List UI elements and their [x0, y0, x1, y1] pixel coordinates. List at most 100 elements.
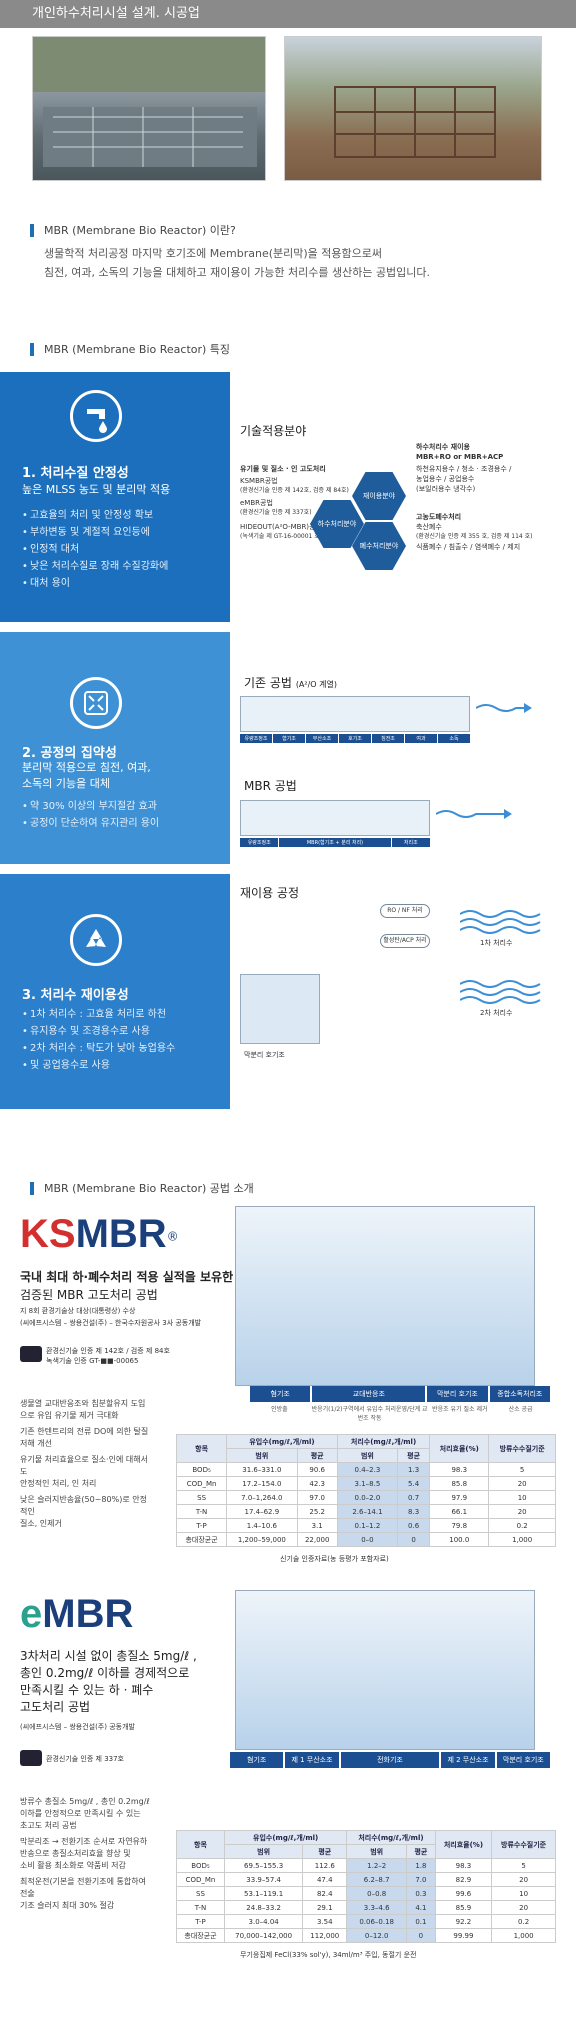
- cell: SS: [176, 1886, 225, 1901]
- cell: 17.4–62.9: [226, 1504, 298, 1519]
- embr-cert: 환경신기술 인증 제 337호: [46, 1755, 124, 1763]
- cell: 53.1–119.1: [223, 1886, 304, 1901]
- note: 으로 유입 유기물 제거 극대화: [20, 1411, 119, 1420]
- cell: 5: [491, 1858, 556, 1873]
- cell: 31.6–331.0: [226, 1462, 298, 1477]
- mbr-label: MBR 공법: [244, 779, 297, 793]
- bullet-cont: 및 공업용수로 사용: [22, 1057, 222, 1074]
- cell: SS: [175, 1490, 228, 1505]
- high-conc-title: 고농도폐수처리: [416, 513, 462, 521]
- note: 반송으로 총질소처리효율 향상 및: [20, 1849, 131, 1858]
- ksmbr-cert: (환경신기술 인증 제 142호, 검증 제 84호): [240, 487, 349, 494]
- cell: 4.1: [406, 1900, 436, 1915]
- diagram-title: 기술적용분야: [240, 424, 307, 438]
- cell: 총대장균군: [176, 1928, 225, 1943]
- second-effluent-label: 2차 처리수: [480, 1009, 513, 1017]
- facility-photo-right: [284, 36, 542, 181]
- cell: BOD₅: [176, 1858, 225, 1873]
- note: 방류수 총질소 5mg/ℓ , 총인 0.2mg/ℓ: [20, 1797, 150, 1806]
- cell: 2.6–14.1: [336, 1504, 399, 1519]
- cell: 100.0: [429, 1532, 490, 1547]
- process-step: 유량조정조: [240, 734, 272, 743]
- process-step: 처리조: [391, 838, 431, 847]
- cell: 66.1: [429, 1504, 490, 1519]
- cell: 6.2–8.7: [346, 1872, 408, 1887]
- process-step: 막분리 호기조: [427, 1386, 488, 1402]
- col-item: 항목: [176, 1830, 225, 1859]
- cell: 20: [488, 1504, 556, 1519]
- cell: 0.2: [491, 1914, 556, 1929]
- cell: 24.8–33.2: [223, 1900, 304, 1915]
- note: 막분리조 → 전환기조 순서로 자연유하: [20, 1837, 148, 1846]
- note: 생물열 교대반응조와 침분할유지 도입: [20, 1399, 146, 1408]
- process-intro-title: MBR (Membrane Bio Reactor) 공법 소개: [30, 1182, 254, 1195]
- reuse-process-diagram: 재이용 공정 막분리 호기조 RO / NF 처리 활성탄/ACP 처리 1차 …: [240, 874, 570, 1109]
- cell: 20: [491, 1872, 556, 1887]
- embr-developers: (씨에프시스템 – 쌍용건설(주) 공동개발: [20, 1723, 135, 1731]
- cell: 99.6: [434, 1886, 493, 1901]
- col-efficiency: 처리효율(%): [429, 1434, 490, 1463]
- cell: 112.6: [302, 1858, 348, 1873]
- cell: 총대장균군: [175, 1532, 228, 1547]
- cell: 82.9: [434, 1872, 493, 1887]
- feature-title: 3. 처리수 재이용성: [22, 988, 129, 1003]
- bullet-cont: 대처 용이: [22, 575, 222, 592]
- process-desc: 반응조 유기 질소 제거: [432, 1406, 488, 1413]
- embr-logo-e: e: [20, 1592, 43, 1636]
- tagline-line: 3차처리 시설 없이 총질소 5mg/ℓ ,: [20, 1649, 197, 1663]
- membrane-tank-label: 막분리 호기조: [244, 1051, 285, 1059]
- conventional-label: 기존 공법 (A²/O 계열): [244, 674, 337, 691]
- mbr-definition-line2: 침전, 여과, 소독의 기능을 대체하고 재이용이 가능한 처리수를 생산하는 …: [44, 266, 431, 279]
- embr-cert: (환경신기술 인증 제 337호): [240, 509, 312, 516]
- cell: T-N: [176, 1900, 225, 1915]
- livestock-cert: (환경신기술 인증 제 355 호, 검증 제 114 호): [416, 533, 533, 540]
- cell: 112,000: [302, 1928, 348, 1943]
- col-item: 항목: [175, 1434, 228, 1463]
- process-step: 제 2 무산소조: [441, 1752, 495, 1768]
- facility-photo-left: [32, 36, 266, 181]
- cell: 85.9: [434, 1900, 493, 1915]
- process-step: 혐기조: [230, 1752, 284, 1768]
- cell: 0.3: [406, 1886, 436, 1901]
- ksmbr-performance-table: 항목 유입수(mg/ℓ,개/ml) 처리수(mg/ℓ,개/ml) 처리효율(%)…: [175, 1434, 556, 1547]
- process-step: 소독: [438, 734, 470, 743]
- cell: 1,000: [491, 1928, 556, 1943]
- ksmbr-logo-k: KS: [20, 1212, 76, 1256]
- cell: 97.9: [429, 1490, 490, 1505]
- bullet: 1차 처리수 : 고효율 처리로 하천: [22, 1006, 222, 1023]
- membrane-tank: [240, 974, 320, 1044]
- feature-bullets: 고효율의 처리 및 안정성 확보 부하변동 및 계절적 요인등에 인정적 대처 …: [22, 507, 222, 592]
- cell: 82.4: [302, 1886, 348, 1901]
- activated-carbon-box: 활성탄/ACP 처리: [380, 934, 430, 948]
- reuse-item: 하천유지용수 / 청소 · 조경용수 /: [416, 465, 512, 473]
- ksmbr-cert: 환경신기술 인증 제 142호 / 검증 제 84호: [46, 1347, 170, 1355]
- note: 이하를 안정적으로 만족시킬 수 있는: [20, 1809, 141, 1818]
- feature-subtitle: 분리막 적용으로 침전, 여과,: [22, 761, 151, 774]
- cell: 1,200–59,000: [226, 1532, 298, 1547]
- col-standard: 방류수수질기준: [488, 1434, 556, 1463]
- cell: 3.54: [302, 1914, 348, 1929]
- plant-aerial-illustration: [33, 37, 265, 167]
- embr-cert-badge: [20, 1750, 42, 1766]
- ksmbr-tagline1: 국내 최대 하·폐수처리 적용 실적을 보유한: [20, 1270, 234, 1284]
- note: 유기물 처리효율으로 질소·인에 대해서도: [20, 1455, 148, 1476]
- process-step: MBR(혐기조 + 분리 처리): [279, 838, 391, 847]
- cell: 1.2–2: [346, 1858, 408, 1873]
- process-step: 호기조: [339, 734, 371, 743]
- recycle-icon: [70, 914, 122, 966]
- tagline-line: 고도처리 공법: [20, 1700, 91, 1714]
- ro-nf-box: RO / NF 처리: [380, 904, 430, 918]
- cell: 33.9–57.4: [223, 1872, 304, 1887]
- cell: 97.0: [296, 1490, 338, 1505]
- cell: 3.3–4.6: [346, 1900, 408, 1915]
- effluent-arrow-icon: [476, 703, 532, 713]
- conventional-process-tanks: [240, 696, 470, 732]
- feature-panel-reuse: 3. 처리수 재이용성 1차 처리수 : 고효율 처리로 하천 유지용수 및 조…: [0, 874, 230, 1109]
- cell: 5.4: [397, 1476, 431, 1491]
